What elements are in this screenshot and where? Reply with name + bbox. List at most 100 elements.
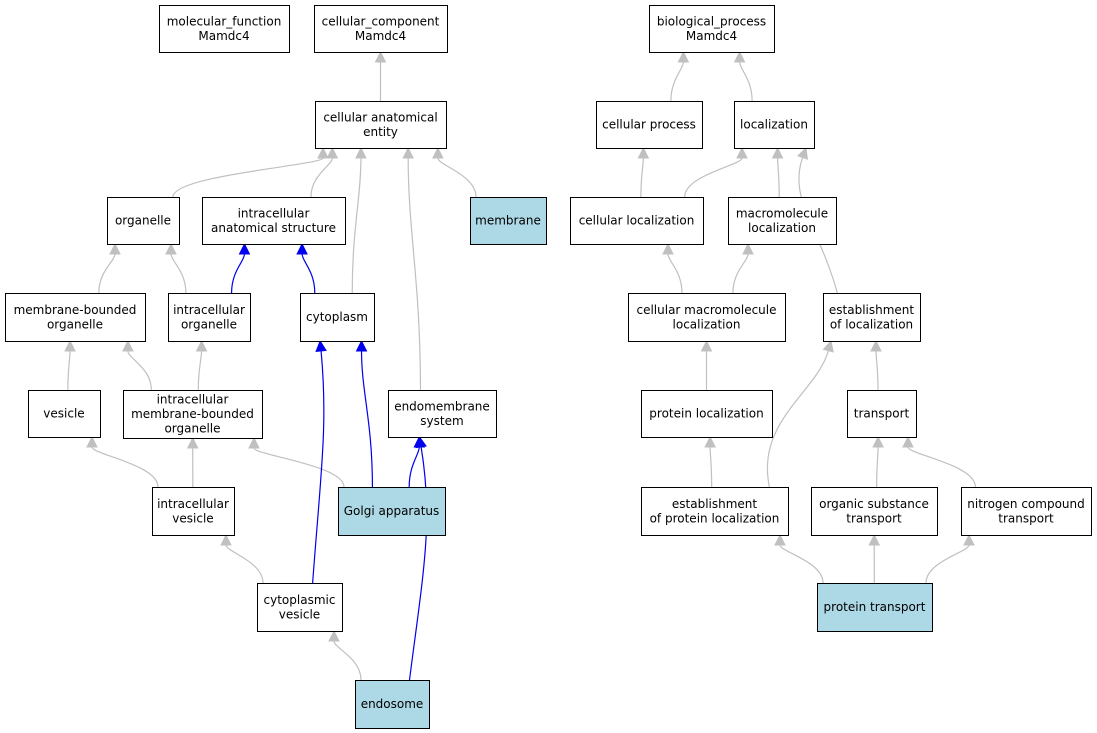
arrowhead	[374, 50, 387, 63]
node-cytoplasm[interactable]: cytoplasm	[300, 293, 375, 342]
arrowhead	[774, 533, 786, 546]
arrowhead	[402, 146, 414, 159]
arrowhead	[870, 339, 882, 352]
node-label-line: biological_process	[657, 14, 766, 28]
node-transport[interactable]: transport	[847, 390, 917, 438]
arrowhead	[822, 339, 834, 353]
edge-establishment-of-protein-localization-to-protein-localization	[709, 446, 713, 488]
arrowhead	[328, 629, 340, 642]
node-cellular-localization[interactable]: cellular localization	[570, 197, 704, 245]
node-organelle[interactable]: organelle	[107, 197, 180, 245]
node-label-line: vesicle	[43, 407, 84, 421]
arrowhead	[296, 242, 308, 255]
edge-cellular-localization-to-localization	[684, 157, 743, 198]
node-label-line: intracellular	[157, 497, 229, 511]
node-label-line: nitrogen compound	[967, 497, 1085, 511]
edge-endosome-to-endomembrane-system	[408, 446, 428, 681]
node-box	[5, 293, 146, 342]
edge-golgi-apparatus-to-cytoplasm	[360, 350, 374, 488]
edge-endosome-to-cytoplasmic-vesicle	[333, 640, 362, 681]
node-box	[355, 680, 430, 729]
arrowhead	[355, 146, 367, 159]
arrowhead	[186, 436, 199, 449]
node-label-line: membrane-bounded	[131, 407, 254, 421]
edge-intracellular-organelle-to-organelle	[170, 253, 187, 294]
arrowhead	[248, 436, 260, 449]
node-label-line: establishment	[672, 497, 758, 511]
node-box	[107, 197, 180, 245]
arrowhead	[432, 146, 444, 159]
arrowhead	[415, 435, 427, 449]
node-label-line: cellular_component	[322, 14, 440, 28]
node-box	[388, 390, 497, 438]
node-box	[847, 390, 917, 438]
edge-intracellular-anatomical-structure-to-cellular-anatomical-entity	[310, 157, 333, 198]
node-label-line: protein transport	[824, 600, 926, 614]
node-endosome[interactable]: endosome	[355, 680, 430, 729]
node-label-line: endomembrane	[394, 399, 490, 413]
node-label-line: intracellular	[157, 393, 229, 407]
node-box	[338, 487, 446, 536]
node-label-line: localization	[673, 317, 741, 331]
node-label-line: endosome	[361, 697, 424, 711]
edge-cytoplasm-to-intracellular-anatomical-structure	[301, 253, 316, 294]
node-label-line: protein localization	[649, 407, 763, 421]
node-localization[interactable]: localization	[734, 101, 815, 149]
node-label-line: anatomical structure	[211, 221, 336, 235]
node-label-line: entity	[363, 125, 398, 139]
edge-intracellular-vesicle-to-vesicle	[91, 446, 159, 488]
node-label-line: organelle	[47, 317, 103, 331]
node-label-line: localization	[748, 221, 816, 235]
edge-golgi-apparatus-to-endomembrane-system	[408, 446, 420, 488]
node-box	[570, 197, 704, 245]
arrowhead	[704, 435, 716, 448]
node-box	[628, 293, 786, 342]
node-protein-localization[interactable]: protein localization	[641, 390, 773, 438]
node-label-line: intracellular	[173, 303, 245, 317]
node-label-line: establishment	[829, 303, 915, 317]
node-membrane[interactable]: membrane	[470, 197, 547, 245]
arrowhead	[220, 533, 232, 546]
arrowhead	[355, 339, 368, 352]
node-label-line: cytoplasmic	[264, 593, 336, 607]
node-label-line: membrane-bounded	[14, 303, 137, 317]
node-vesicle[interactable]: vesicle	[28, 390, 101, 438]
node-golgi-apparatus[interactable]: Golgi apparatus	[338, 487, 446, 536]
edge-protein-transport-to-establishment-of-protein-localization	[779, 544, 824, 584]
node-cellular-process[interactable]: cellular process	[596, 101, 703, 149]
node-label-line: organelle	[181, 317, 237, 331]
arrowhead	[742, 242, 754, 255]
arrowhead	[868, 533, 881, 546]
node-label-line: molecular_function	[167, 14, 282, 28]
node-label-line: of protein localization	[650, 511, 780, 525]
node-label-line: cellular process	[602, 118, 696, 132]
node-protein-transport[interactable]: protein transport	[817, 583, 933, 632]
arrowhead	[736, 146, 748, 159]
node-label-line: cellular anatomical	[323, 110, 437, 124]
node-box	[315, 101, 447, 149]
node-box	[728, 197, 837, 245]
node-box	[159, 5, 290, 53]
node-box	[641, 487, 789, 536]
node-box	[314, 5, 448, 53]
edge-establishment-of-protein-localization-to-establishment-of-localization	[766, 350, 829, 488]
